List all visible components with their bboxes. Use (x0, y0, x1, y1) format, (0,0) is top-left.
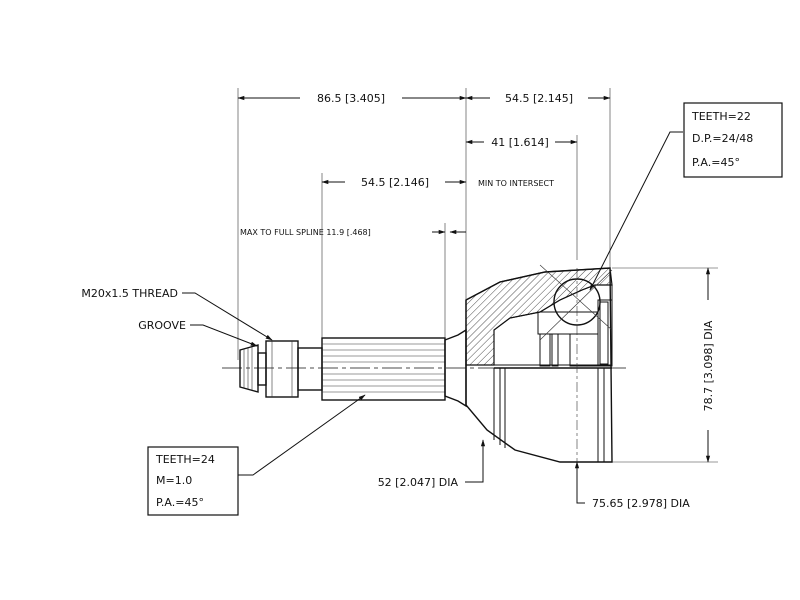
spline-lines (322, 343, 445, 393)
dim-to-center: 41 [1.614] (491, 136, 549, 149)
dim-max-full-spline: MAX TO FULL SPLINE 11.9 [.468] (240, 228, 371, 237)
shaft-pa: P.A.=45° (156, 496, 204, 509)
dimension-labels: 86.5 [3.405] 54.5 [2.145] 41 [1.614] 54.… (81, 92, 715, 510)
shaft-module: M=1.0 (156, 474, 192, 487)
threaded-tip (239, 344, 259, 393)
dim-housing-dia: 75.65 [2.978] DIA (592, 497, 690, 510)
inner-pa: P.A.=45° (692, 156, 740, 169)
inner-cavity (493, 284, 613, 366)
splined-section (321, 337, 446, 401)
inner-dp: D.P.=24/48 (692, 132, 753, 145)
groove (257, 352, 267, 386)
groove-callout: GROOVE (138, 319, 186, 332)
dim-spline-length: 54.5 [2.146] (361, 176, 429, 189)
dim-overall-left: 86.5 [3.405] (317, 92, 385, 105)
shaft-spec-box: TEETH=24 M=1.0 P.A.=45° (147, 446, 239, 516)
inner-teeth: TEETH=22 (691, 110, 751, 123)
plain-shaft (297, 347, 323, 391)
dim-overall-right: 54.5 [2.145] (505, 92, 573, 105)
dim-seal-dia: 52 [2.047] DIA (378, 476, 459, 489)
dim-min-intersect: MIN TO INTERSECT (478, 179, 554, 188)
shaft-teeth: TEETH=24 (155, 453, 215, 466)
inner-spec-box: TEETH=22 D.P.=24/48 P.A.=45° (683, 102, 783, 178)
dim-outer-height: 78.7 [3.098] DIA (702, 320, 715, 411)
dimension-lines (182, 88, 718, 504)
part-outline (222, 264, 630, 470)
thread-callout: M20x1.5 THREAD (81, 287, 178, 300)
collar (265, 340, 299, 398)
